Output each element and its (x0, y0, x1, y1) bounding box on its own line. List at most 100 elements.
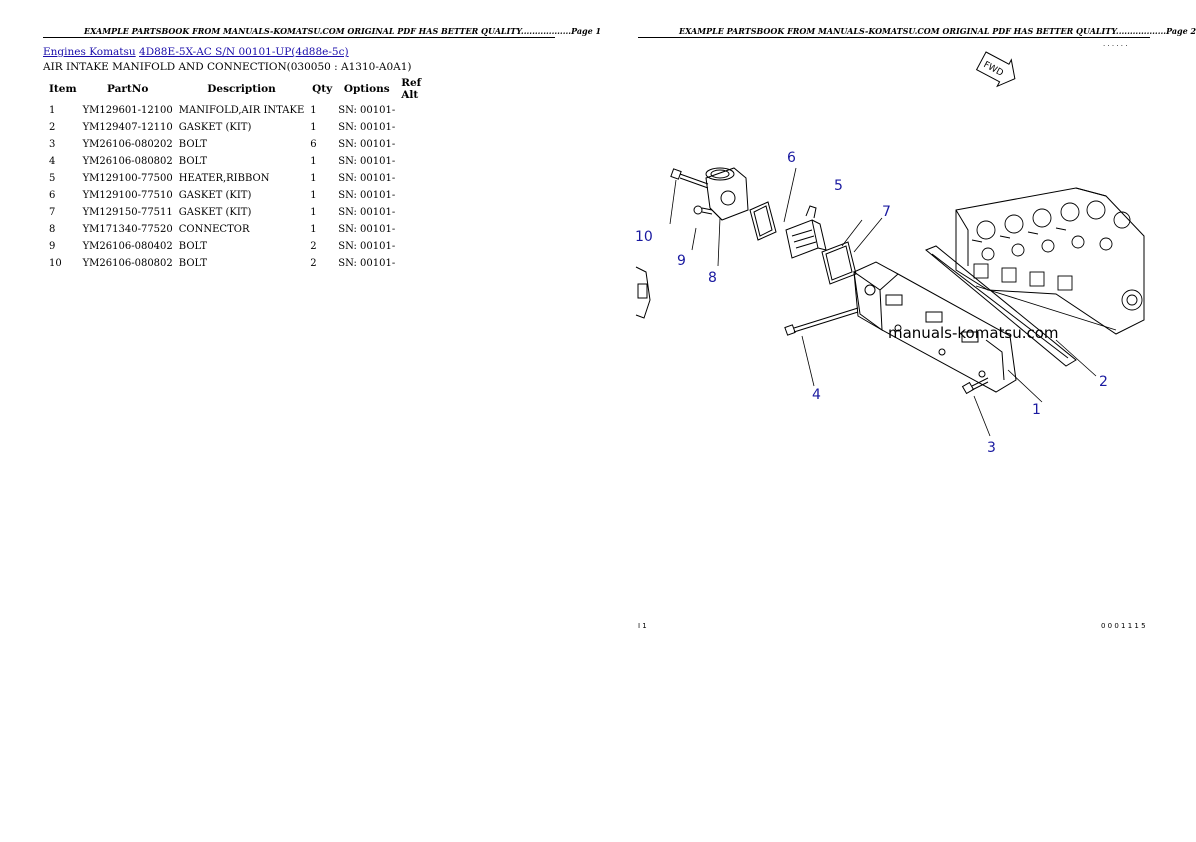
cell-qty: 1 (310, 173, 317, 184)
footer-left-code: I 1 (638, 622, 647, 630)
cell-ref (398, 187, 444, 204)
connector (705, 167, 749, 221)
gasket-7 (821, 241, 857, 285)
cell-item: 1 (49, 105, 56, 116)
cell-qty: 1 (310, 207, 317, 218)
footer-right-code: 0 0 0 1 1 1 5 (1101, 622, 1146, 630)
cell-item: 2 (49, 122, 56, 133)
column-header-ref-alt: Ref Alt (398, 76, 444, 102)
callout-8: 8 (708, 270, 717, 286)
table-header-row: Item PartNo Description Qty Options Ref … (43, 76, 444, 102)
callout-6: 6 (787, 150, 796, 166)
cell-partno: YM26106-080802 (82, 156, 173, 167)
cell-ref (398, 170, 444, 187)
cell-description: BOLT (178, 241, 208, 252)
parts-table: Item PartNo Description Qty Options Ref … (43, 76, 444, 272)
cell-ref (398, 255, 444, 272)
bolt-3 (961, 377, 989, 395)
cell-qty: 2 (310, 241, 317, 252)
cell-partno: YM129601-12100 (82, 105, 173, 116)
callout-10: 10 (635, 229, 653, 245)
cell-ref (398, 102, 444, 119)
cell-item: 9 (49, 241, 56, 252)
header-rule (638, 37, 1150, 38)
cell-qty: 2 (310, 258, 317, 269)
header-rule (43, 37, 555, 38)
gasket-6 (749, 201, 777, 241)
cell-item: 8 (49, 224, 56, 235)
gasket-manifold (925, 245, 1077, 367)
page-header: EXAMPLE PARTSBOOK FROM MANUALS-KOMATSU.C… (679, 26, 1196, 36)
intake-manifold (853, 261, 1017, 393)
cell-partno: YM129407-12110 (82, 122, 173, 133)
fwd-arrow-label: FWD (982, 60, 1005, 79)
cell-options: SN: 00101- (338, 139, 396, 150)
cell-description: HEATER,RIBBON (178, 173, 270, 184)
cell-ref (398, 153, 444, 170)
fwd-arrow-icon: FWD (975, 51, 1016, 88)
column-header-description: Description (207, 83, 276, 95)
cell-description: BOLT (178, 139, 208, 150)
cell-ref (398, 238, 444, 255)
callout-9: 9 (677, 253, 686, 269)
cell-item: 7 (49, 207, 56, 218)
column-header-partno: PartNo (106, 83, 149, 95)
breadcrumb-link-engines[interactable]: Engines Komatsu (43, 46, 136, 58)
table-row: 3 YM26106-080202 BOLT 6 SN: 00101- (43, 136, 444, 153)
exploded-parts-diagram: FWD (635, 51, 1145, 456)
cell-ref (398, 136, 444, 153)
watermark: manuals-komatsu.com (888, 324, 1059, 342)
cell-options: SN: 00101- (338, 224, 396, 235)
cell-partno: YM129100-77510 (82, 190, 173, 201)
cell-ref (398, 221, 444, 238)
cell-partno: YM129150-77511 (82, 207, 173, 218)
breadcrumb-link-model[interactable]: 4D88E-5X-AC S/N 00101-UP(4d88e-5c) (139, 46, 349, 58)
cell-item: 4 (49, 156, 56, 167)
cell-partno: YM26106-080802 (82, 258, 173, 269)
callout-3: 3 (987, 440, 996, 456)
cell-partno: YM171340-77520 (82, 224, 173, 235)
cell-description: GASKET (KIT) (178, 207, 252, 218)
cell-qty: 1 (310, 224, 317, 235)
page-1: EXAMPLE PARTSBOOK FROM MANUALS-KOMATSU.C… (0, 0, 601, 842)
cell-options: SN: 00101- (338, 156, 396, 167)
cell-options: SN: 00101- (338, 105, 396, 116)
cell-qty: 6 (310, 139, 317, 150)
cell-options: SN: 00101- (338, 190, 396, 201)
column-header-qty: Qty (312, 83, 333, 95)
table-row: 9 YM26106-080402 BOLT 2 SN: 00101- (43, 238, 444, 255)
cell-options: SN: 00101- (338, 122, 396, 133)
column-header-ref: Ref (401, 77, 422, 89)
cell-qty: 1 (310, 105, 317, 116)
engine-fragment-left (635, 266, 651, 319)
cell-description: GASKET (KIT) (178, 122, 252, 133)
cell-description: GASKET (KIT) (178, 190, 252, 201)
page-title: AIR INTAKE MANIFOLD AND CONNECTION(03005… (43, 61, 412, 73)
cell-qty: 1 (310, 156, 317, 167)
cell-item: 3 (49, 139, 56, 150)
cell-ref (398, 204, 444, 221)
callout-2: 2 (1099, 374, 1108, 390)
cell-partno: YM129100-77500 (82, 173, 173, 184)
table-row: 6 YM129100-77510 GASKET (KIT) 1 SN: 00101- (43, 187, 444, 204)
cell-partno: YM26106-080202 (82, 139, 173, 150)
cell-options: SN: 00101- (338, 207, 396, 218)
cell-options: SN: 00101- (338, 258, 396, 269)
breadcrumb: Engines Komatsu 4D88E-5X-AC S/N 00101-UP… (43, 46, 349, 58)
cell-partno: YM26106-080402 (82, 241, 173, 252)
bolt-4 (784, 307, 859, 336)
cell-qty: 1 (310, 190, 317, 201)
column-header-alt: Alt (401, 89, 419, 101)
cell-options: SN: 00101- (338, 241, 396, 252)
callout-5: 5 (834, 178, 843, 194)
cell-item: 6 (49, 190, 56, 201)
table-row: 7 YM129150-77511 GASKET (KIT) 1 SN: 00101- (43, 204, 444, 221)
bolt-10 (670, 168, 709, 189)
callout-7: 7 (882, 204, 891, 220)
